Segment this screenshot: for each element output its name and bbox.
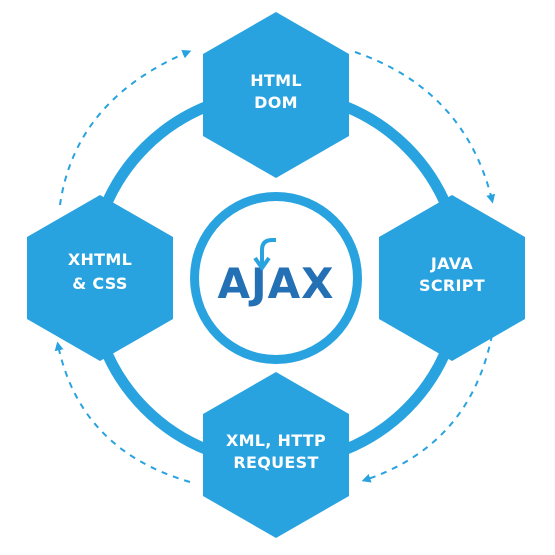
node-label-line1: XHTML [68, 250, 132, 269]
center-logo: AJAX [190, 192, 362, 364]
hexagon-shape [203, 12, 349, 178]
flow-arrow-left-to-top [59, 49, 192, 206]
node-label-line1: HTML [250, 71, 302, 90]
node-label-line1: XML, HTTP [226, 431, 326, 450]
node-label-line2: & CSS [72, 274, 127, 293]
node-label-line2: DOM [254, 93, 298, 112]
node-label-line1: JAVA [430, 254, 473, 273]
flow-arrows [54, 49, 496, 483]
node-label-line2: REQUEST [233, 453, 318, 472]
ajax-logo-text: AJAX [217, 259, 334, 308]
center-circle-inner [199, 201, 353, 355]
hexagon-shape [27, 195, 173, 361]
node-java-script: JAVA SCRIPT [379, 195, 525, 361]
flow-arrow-right-to-bottom [361, 334, 493, 483]
hexagon-shape [203, 372, 349, 538]
node-xhtml-css: XHTML & CSS [27, 195, 173, 361]
flow-arrow-bottom-to-left [54, 341, 191, 483]
hexagon-shape [379, 195, 525, 361]
refresh-arrow-icon [253, 238, 276, 270]
node-label-line2: SCRIPT [419, 276, 485, 295]
flow-arrow-top-to-right [354, 51, 496, 204]
node-xml-http-request: XML, HTTP REQUEST [203, 372, 349, 538]
node-html-dom: HTML DOM [203, 12, 349, 178]
